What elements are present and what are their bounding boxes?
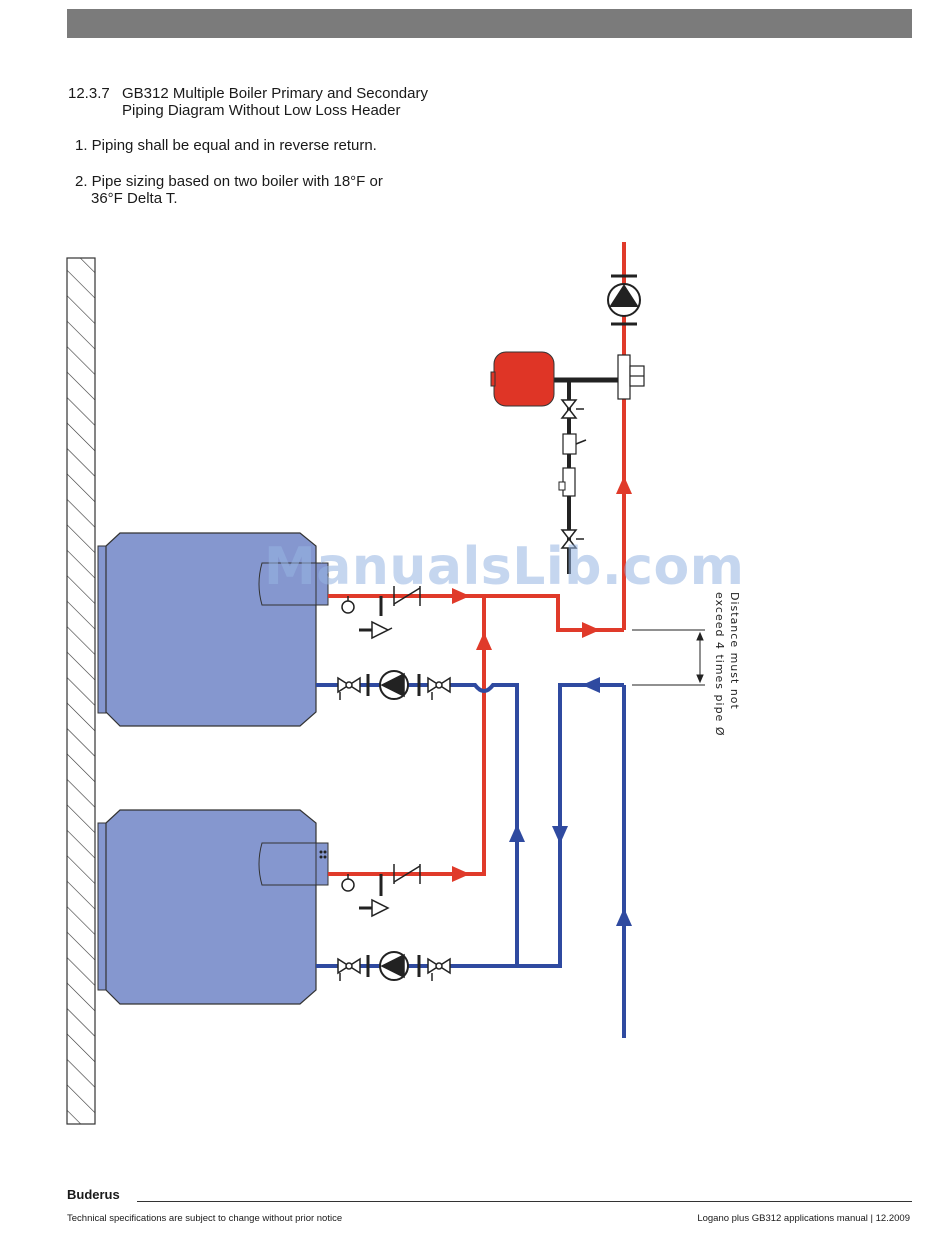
check-valve-icon xyxy=(393,587,421,605)
brand-logo: Buderus xyxy=(67,1187,120,1202)
boiler-1-supply-trim xyxy=(341,586,421,640)
header-bar xyxy=(67,9,912,38)
arrow-up-icon xyxy=(616,908,632,926)
isolation-valve-icon xyxy=(560,529,578,549)
wall-hatch xyxy=(66,257,96,1125)
flow-arrows xyxy=(452,476,632,926)
boiler-1-return-trim xyxy=(337,670,451,700)
check-valve-icon xyxy=(393,865,421,883)
boiler-1 xyxy=(97,532,329,727)
isolation-valve-icon xyxy=(560,399,578,419)
section-title-line2: Piping Diagram Without Low Loss Header xyxy=(122,102,401,119)
boiler-2 xyxy=(97,809,329,1005)
arrow-up-icon xyxy=(476,632,492,650)
boiler-2-return-trim xyxy=(337,951,451,981)
arrow-right-icon xyxy=(582,622,600,638)
section-number: 12.3.7 xyxy=(68,85,110,102)
distance-note-line2: exceed 4 times pipe Ø xyxy=(713,592,726,736)
arrow-right-icon xyxy=(452,866,470,882)
relief-valve-icon xyxy=(371,620,390,640)
footer-disclaimer: Technical specifications are subject to … xyxy=(67,1213,343,1224)
section-title: 12.3.7 GB312 Multiple Boiler Primary and … xyxy=(68,85,428,119)
air-separator xyxy=(617,354,645,400)
arrow-right-icon xyxy=(452,588,470,604)
pressure-gauge-icon xyxy=(341,600,355,614)
note-2-continuation: 36°F Delta T. xyxy=(91,190,178,207)
footer-divider xyxy=(137,1201,912,1202)
pressure-gauge-icon xyxy=(341,878,355,892)
footer-manual-title: Logano plus GB312 applications manual | … xyxy=(697,1213,910,1224)
expansion-tank-assembly xyxy=(490,351,618,574)
boiler-2-supply-trim xyxy=(341,864,421,918)
note-1: 1. Piping shall be equal and in reverse … xyxy=(75,137,377,154)
note-2-text: 2. Pipe sizing based on two boiler with … xyxy=(75,173,383,190)
system-pump xyxy=(607,274,641,326)
relief-valve-icon xyxy=(371,898,390,918)
watermark: ManualsLib.com xyxy=(264,537,745,597)
expansion-tank xyxy=(493,351,555,407)
return-piping xyxy=(316,683,626,1038)
arrow-down-icon xyxy=(552,826,568,844)
section-title-line1: GB312 Multiple Boiler Primary and Second… xyxy=(122,85,428,102)
distance-dimension xyxy=(632,629,705,686)
arrow-up-icon xyxy=(509,824,525,842)
distance-note-line1: Distance must not xyxy=(728,592,741,710)
arrow-left-icon xyxy=(582,677,600,693)
arrow-up-icon xyxy=(616,476,632,494)
pressure-reducing-valve-icon xyxy=(562,433,577,455)
note-2: 2. Pipe sizing based on two boiler with … xyxy=(75,173,383,207)
note-1-text: 1. Piping shall be equal and in reverse … xyxy=(75,137,377,154)
